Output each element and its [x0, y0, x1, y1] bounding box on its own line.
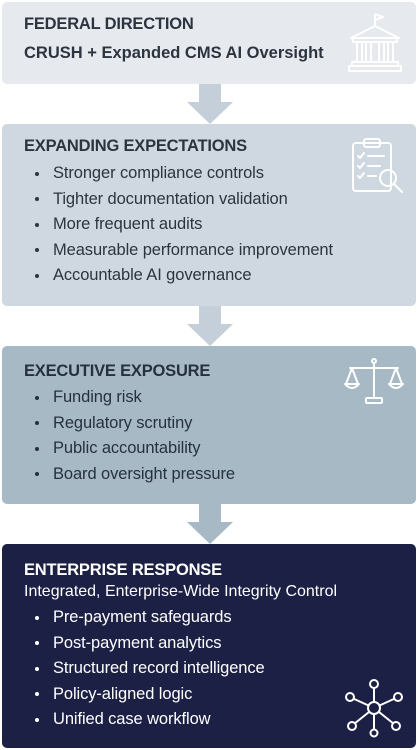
list-item: Structured record intelligence	[24, 656, 265, 682]
list-item: Policy-aligned logic	[24, 682, 265, 708]
list-item: Funding risk	[24, 385, 235, 411]
flow-arrow-3	[187, 504, 233, 544]
list-item: Measurable performance improvement	[24, 238, 333, 264]
list-item: Regulatory scrutiny	[24, 411, 235, 437]
flow-arrow-1	[187, 84, 233, 124]
government-building-icon	[348, 13, 402, 72]
list-item: Accountable AI governance	[24, 263, 333, 289]
list-item: Public accountability	[24, 436, 235, 462]
federal-direction-title: FEDERAL DIRECTION	[24, 15, 194, 33]
network-hub-icon	[345, 679, 403, 738]
list-item: More frequent audits	[24, 212, 333, 238]
list-item: Stronger compliance controls	[24, 161, 333, 187]
expectations-list: Stronger compliance controls Tighter doc…	[24, 161, 333, 289]
federal-direction-card: FEDERAL DIRECTION CRUSH + Expanded CMS A…	[2, 2, 416, 84]
list-item: Board oversight pressure	[24, 462, 235, 488]
scales-of-justice-icon	[344, 358, 404, 404]
federal-direction-subtitle: CRUSH + Expanded CMS AI Oversight	[24, 44, 324, 62]
executive-exposure-title: EXECUTIVE EXPOSURE	[24, 362, 211, 380]
list-item: Pre-payment safeguards	[24, 605, 265, 631]
enterprise-response-card: ENTERPRISE RESPONSE Integrated, Enterpri…	[2, 544, 416, 748]
clipboard-checklist-magnifier-icon	[352, 138, 403, 193]
exposure-list: Funding risk Regulatory scrutiny Public …	[24, 385, 235, 487]
list-item: Tighter documentation validation	[24, 187, 333, 213]
flow-arrow-2	[187, 306, 233, 346]
expanding-expectations-card: EXPANDING EXPECTATIONS Stronger complian…	[2, 124, 416, 306]
list-item: Unified case workflow	[24, 707, 265, 733]
expanding-expectations-title: EXPANDING EXPECTATIONS	[24, 137, 247, 155]
enterprise-response-title: ENTERPRISE RESPONSE	[24, 561, 222, 579]
response-list: Pre-payment safeguards Post-payment anal…	[24, 605, 265, 733]
executive-exposure-card: EXECUTIVE EXPOSURE Funding risk Regulato…	[2, 346, 416, 504]
list-item: Post-payment analytics	[24, 631, 265, 657]
enterprise-response-subtitle: Integrated, Enterprise-Wide Integrity Co…	[24, 583, 338, 600]
